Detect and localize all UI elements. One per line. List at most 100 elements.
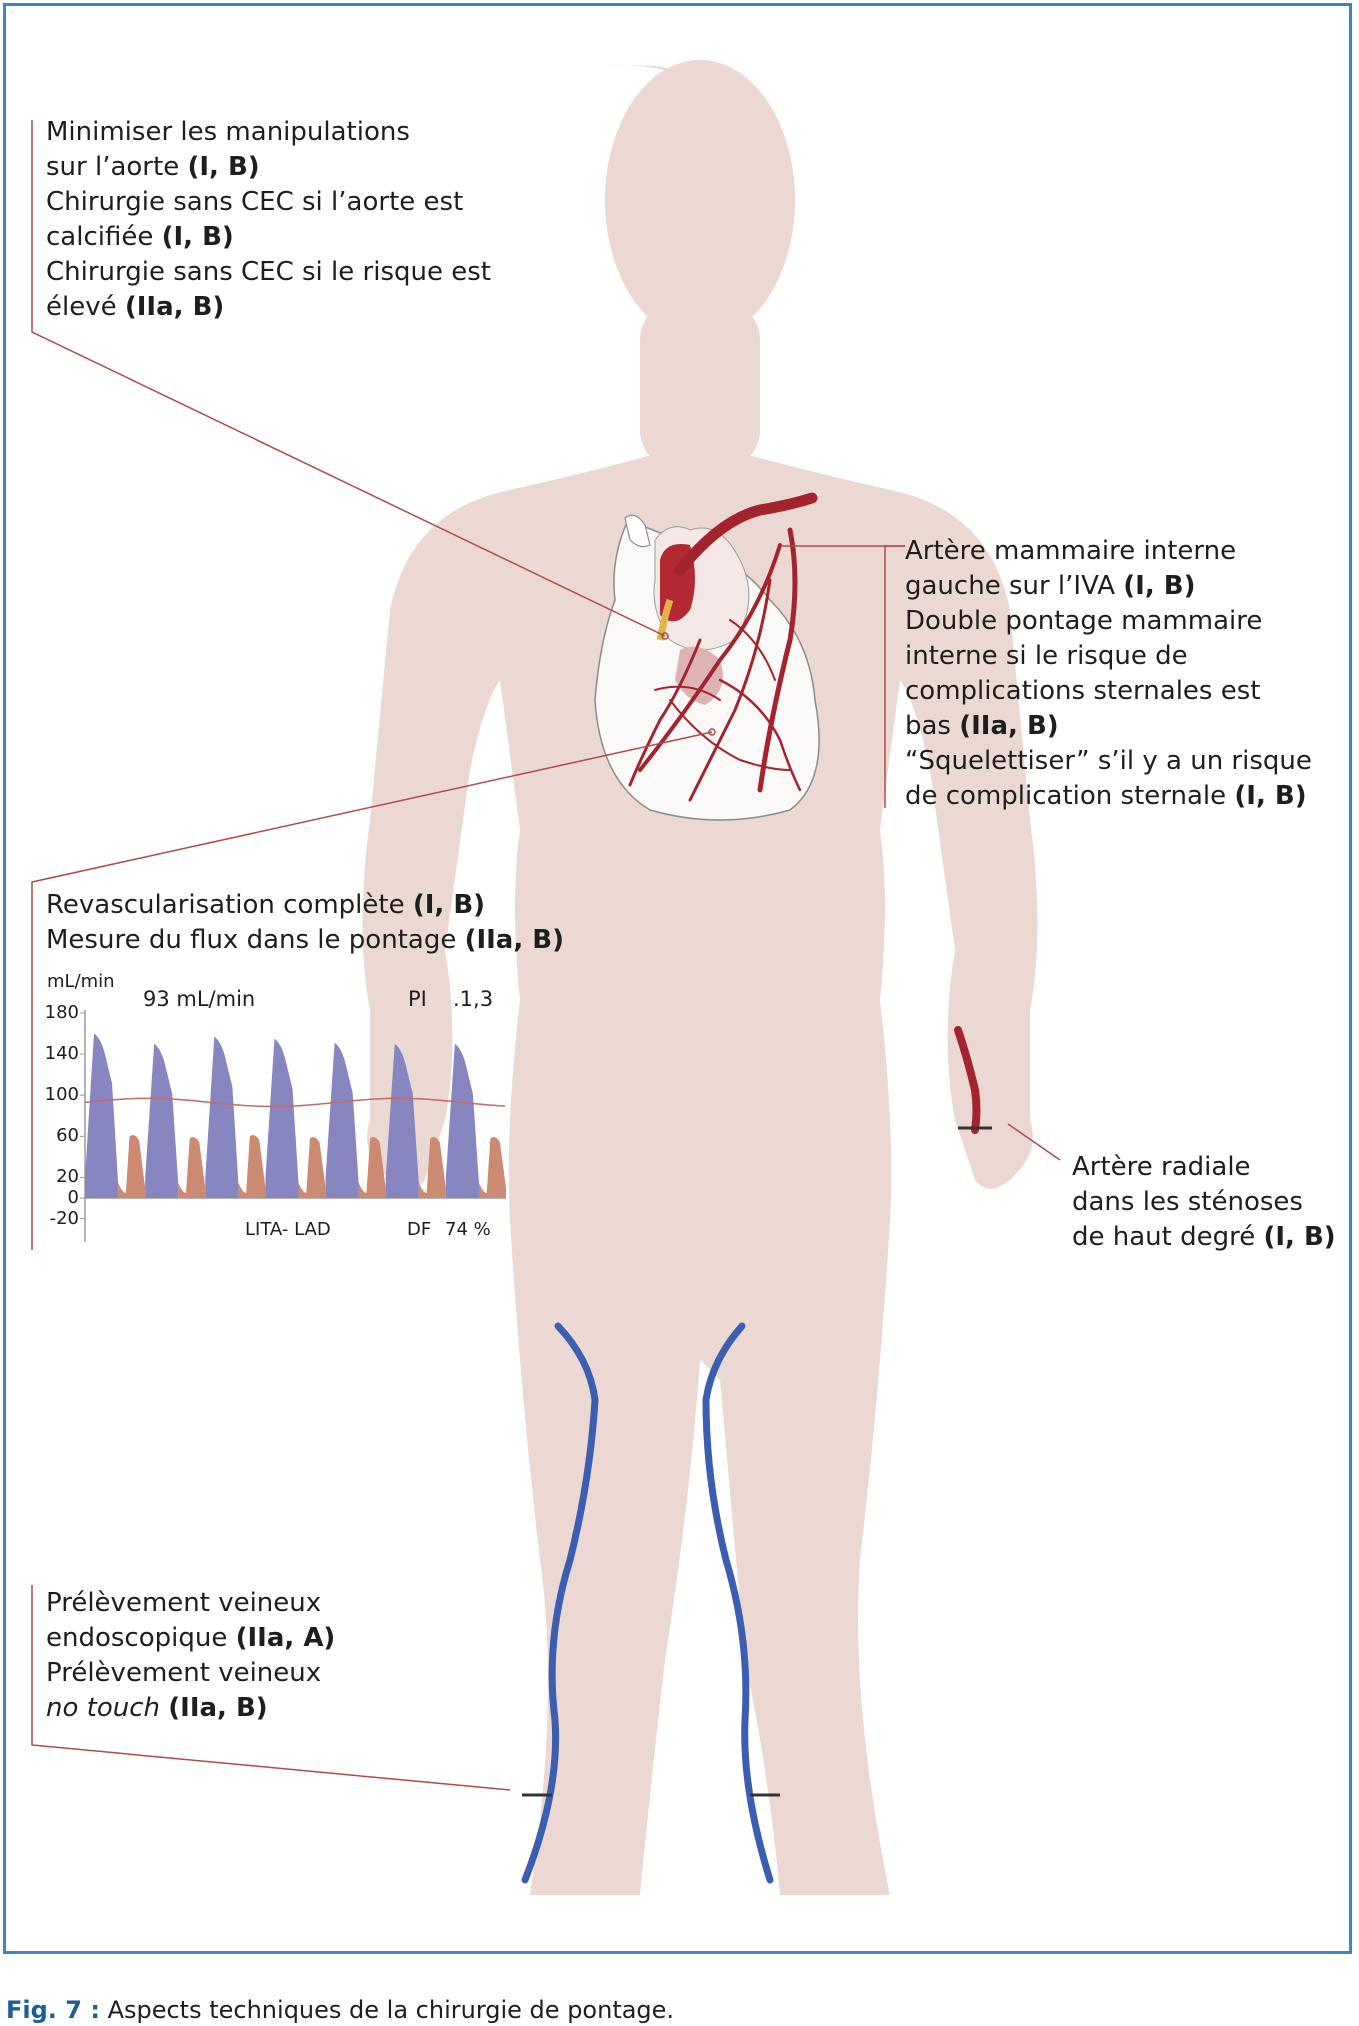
y-tick-label: 140: [44, 1043, 79, 1065]
mammary-line-text: Artère mammaire interne: [905, 536, 1237, 566]
aorta-line: Chirurgie sans CEC si le risque est: [46, 255, 491, 290]
mammary-line-text: complications sternales est: [905, 676, 1261, 706]
revascularisation-line-text: Mesure du flux dans le pontage: [46, 925, 465, 955]
aorta-line-text: Minimiser les manipulations: [46, 117, 410, 147]
vein-line-text: endoscopique: [46, 1623, 236, 1653]
diastolic-wave: [358, 1137, 386, 1198]
y-tick-label: 180: [44, 1002, 79, 1023]
y-tick-label: 20: [56, 1166, 79, 1188]
vein-line: Prélèvement veineux: [46, 1656, 335, 1691]
caption-text: Aspects techniques de la chirurgie de po…: [99, 1996, 675, 2024]
revascularisation-line-grade: (IIa, B): [464, 925, 564, 955]
mammary-line: de complication sternale (I, B): [905, 779, 1312, 814]
aorta-line-text: calcifiée: [46, 222, 162, 252]
mammary-line: bas (IIa, B): [905, 709, 1312, 744]
mammary-line-grade: (I, B): [1123, 571, 1196, 601]
mammary-line-text: de complication sternale: [905, 781, 1235, 811]
radial-line-text: Artère radiale: [1072, 1152, 1251, 1182]
mean-flow-line: [84, 1097, 506, 1108]
aorta-line: sur l’aorte (I, B): [46, 150, 491, 185]
heart-illustration: [594, 492, 820, 821]
chart-df-label: DF: [407, 1219, 432, 1240]
radial-line-text: de haut degré: [1072, 1222, 1264, 1252]
revascularisation-line-text: Revascularisation complète: [46, 890, 413, 920]
mammary-line: Double pontage mammaire: [905, 604, 1312, 639]
vein-line: endoscopique (IIa, A): [46, 1621, 335, 1656]
diastolic-wave: [238, 1135, 266, 1198]
systolic-wave: [325, 1042, 359, 1198]
y-tick-label: -20: [49, 1207, 79, 1229]
radial-line: Artère radiale: [1072, 1150, 1336, 1185]
aorta-line-text: sur l’aorte: [46, 152, 188, 182]
aorta-line: Minimiser les manipulations: [46, 115, 491, 150]
leader-lines: [31, 120, 1061, 1791]
systolic-wave: [85, 1033, 119, 1198]
systolic-wave: [205, 1036, 239, 1198]
saphenous-veins: [521, 1322, 774, 1884]
mammary-line-text: Double pontage mammaire: [905, 606, 1263, 636]
aorta-anchor: [661, 632, 669, 640]
aorta-line-grade: (I, B): [161, 222, 234, 252]
mammary-line-grade: (I, B): [1234, 781, 1307, 811]
revascularisation-line: Revascularisation complète (I, B): [46, 888, 564, 923]
vein-line: Prélèvement veineux: [46, 1586, 335, 1621]
aorta-line: élevé (IIa, B): [46, 290, 491, 325]
systolic-wave: [385, 1043, 419, 1198]
systolic-wave: [145, 1043, 179, 1198]
mammary-line: complications sternales est: [905, 674, 1312, 709]
chart-pi-value: .1,3: [453, 987, 494, 1011]
vein-line-text: no touch: [46, 1693, 161, 1723]
caption-prefix: Fig. 7 :: [6, 1996, 100, 2024]
diastolic-wave: [298, 1137, 326, 1198]
mammary-line-grade: (IIa, B): [959, 711, 1059, 741]
diastolic-wave: [418, 1137, 446, 1198]
mammary-line: “Squelettiser” s’il y a un risque: [905, 744, 1312, 779]
radial-line-grade: (I, B): [1263, 1222, 1336, 1252]
chart-graft-label: LITA- LAD: [245, 1219, 331, 1240]
aorta-line-grade: (IIa, B): [124, 292, 225, 322]
diastolic-wave: [478, 1137, 506, 1198]
mammary-line: Artère mammaire interne: [905, 534, 1312, 569]
mammary-line-text: “Squelettiser” s’il y a un risque: [905, 746, 1312, 776]
chart-pi-label: PI: [408, 987, 427, 1011]
vein-line: no touch (IIa, B): [46, 1691, 335, 1726]
diastolic-wave: [118, 1135, 146, 1198]
vein-line-grade: (IIa, B): [168, 1693, 268, 1723]
revascularisation-line: Mesure du flux dans le pontage (IIa, B): [46, 923, 564, 958]
mammary-line-text: bas: [905, 711, 960, 741]
vein-line-text: Prélèvement veineux: [46, 1588, 322, 1618]
mammary-line: interne si le risque de: [905, 639, 1312, 674]
mammary-line-text: interne si le risque de: [905, 641, 1188, 671]
chart-df-value: 74 %: [445, 1219, 491, 1240]
aorta-line: Chirurgie sans CEC si l’aorte est: [46, 185, 491, 220]
heart-anchor: [708, 728, 716, 736]
radial-artery: [954, 1026, 981, 1134]
systolic-wave: [445, 1043, 479, 1198]
revascularisation-line-grade: (I, B): [412, 890, 486, 920]
vein-line-grade: (IIa, A): [235, 1623, 336, 1653]
flow-chart: [80, 1010, 506, 1242]
aorta-line-text: élevé: [46, 292, 125, 322]
chart-flow-label: 93 mL/min: [143, 987, 256, 1011]
aorta-line-text: Chirurgie sans CEC si l’aorte est: [46, 187, 464, 217]
mammary-line-text: gauche sur l’IVA: [905, 571, 1124, 601]
figure-caption: Fig. 7 : Aspects techniques de la chirur…: [6, 1995, 674, 2025]
body-silhouette: [362, 60, 1038, 1895]
radial-line: de haut degré (I, B): [1072, 1220, 1336, 1255]
annotation-revascularisation: Revascularisation complète (I, B)Mesure …: [46, 888, 564, 958]
aorta-line-grade: (I, B): [187, 152, 260, 182]
y-tick-label: 0: [67, 1187, 79, 1208]
y-tick-label: 100: [44, 1084, 79, 1106]
vein-line-text: Prélèvement veineux: [46, 1658, 322, 1688]
radial-line: dans les sténoses: [1072, 1185, 1336, 1220]
y-tick-label: 60: [56, 1125, 79, 1147]
mammary-line: gauche sur l’IVA (I, B): [905, 569, 1312, 604]
chart-unit-label: mL/min: [47, 971, 115, 992]
aorta-line-text: Chirurgie sans CEC si le risque est: [46, 257, 491, 287]
diastolic-wave: [178, 1137, 206, 1198]
